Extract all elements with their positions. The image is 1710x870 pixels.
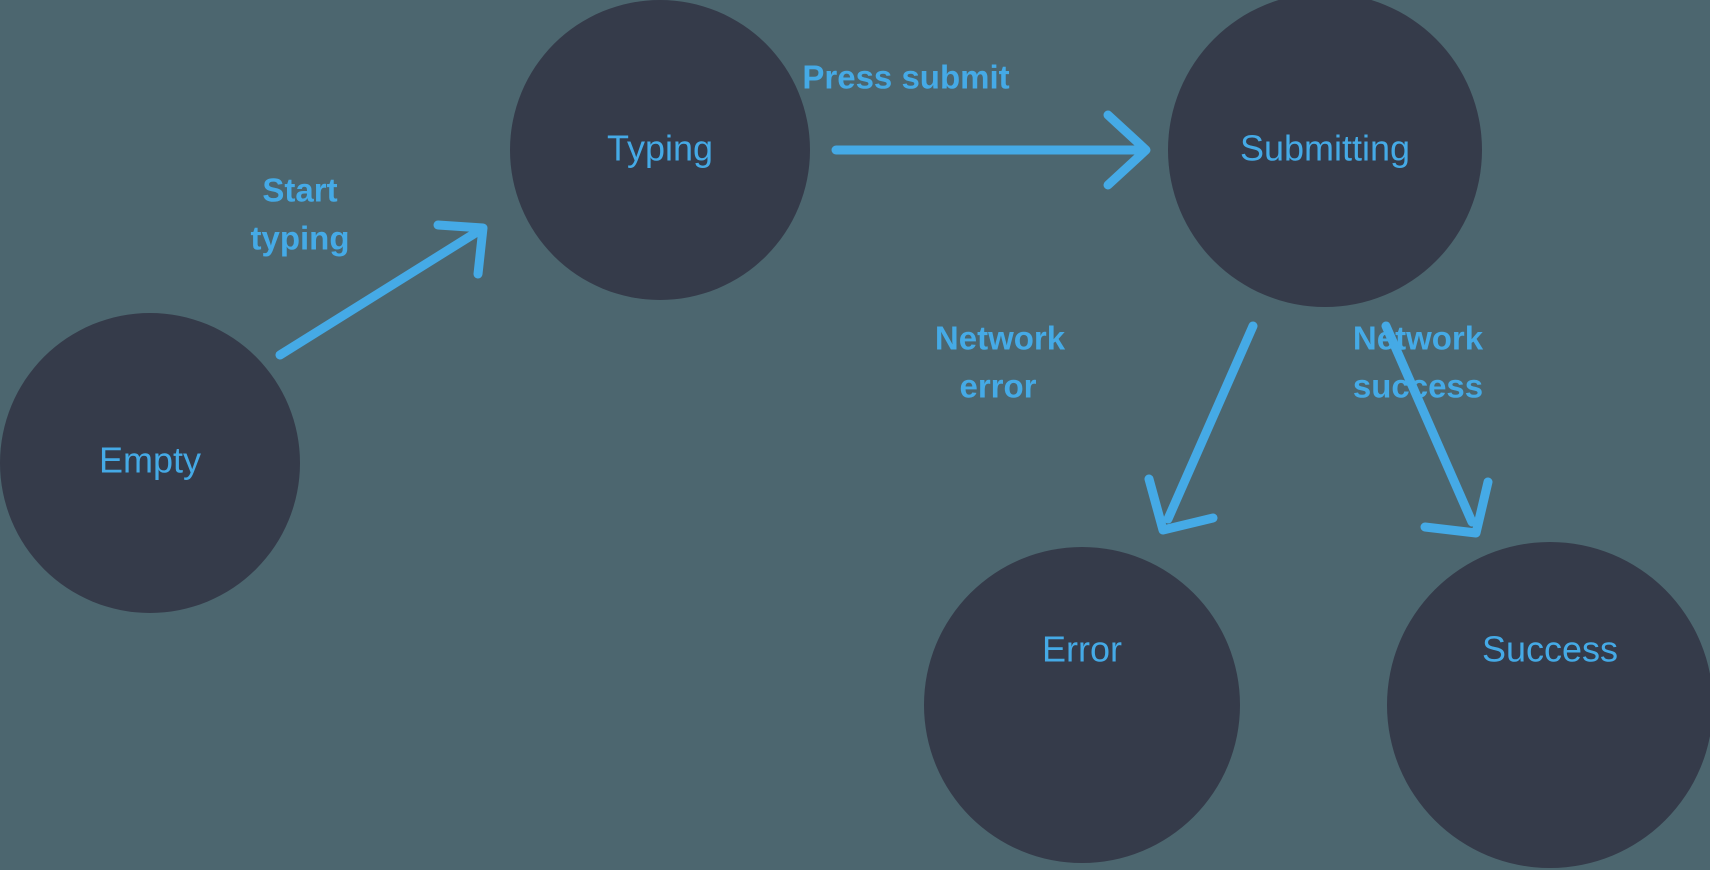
edge-network-error	[1144, 321, 1258, 535]
edge-label-network-error-line1: Network	[935, 320, 1066, 357]
state-label-submitting: Submitting	[1240, 128, 1410, 169]
edge-label-press-submit-line1: Press submit	[802, 59, 1009, 96]
edge-label-network-success-line2: success	[1353, 368, 1483, 405]
edge-network-error-arrowhead	[1144, 474, 1218, 535]
edge-start-typing-arrowhead	[433, 220, 488, 279]
edge-label-network-success: Network success	[1353, 320, 1484, 405]
edge-label-start-typing-line2: typing	[251, 220, 350, 257]
edge-network-error-line	[1163, 321, 1258, 524]
state-circle-success[interactable]	[1387, 542, 1710, 868]
edge-press-submit-arrowhead	[1103, 110, 1151, 190]
edge-network-success-line	[1381, 321, 1477, 527]
state-node-submitting[interactable]: Submitting	[1168, 0, 1482, 307]
state-circle-error[interactable]	[924, 547, 1240, 863]
state-circle-typing[interactable]	[510, 0, 810, 300]
state-node-error[interactable]: Error	[924, 547, 1240, 863]
edge-label-network-success-line1: Network	[1353, 320, 1484, 357]
edge-label-start-typing-line1: Start	[262, 172, 337, 209]
edge-label-press-submit: Press submit	[802, 59, 1009, 96]
state-node-typing[interactable]: Typing	[510, 0, 810, 300]
state-label-success: Success	[1482, 629, 1618, 670]
edge-label-network-error-line2: error	[959, 368, 1036, 405]
edge-start-typing	[275, 220, 488, 360]
state-label-error: Error	[1042, 629, 1122, 670]
edge-network-success	[1381, 321, 1493, 538]
edge-label-network-error: Network error	[935, 320, 1066, 405]
state-node-empty[interactable]: Empty	[0, 313, 300, 613]
state-circle-submitting[interactable]	[1168, 0, 1482, 307]
edge-press-submit	[831, 110, 1151, 190]
edge-network-success-arrowhead	[1420, 477, 1493, 538]
state-label-empty: Empty	[99, 440, 201, 481]
state-label-typing: Typing	[607, 128, 713, 169]
state-node-success[interactable]: Success	[1387, 542, 1710, 868]
edge-start-typing-line	[275, 227, 482, 360]
edge-label-start-typing: Start typing	[251, 172, 350, 257]
state-circle-empty[interactable]	[0, 313, 300, 613]
